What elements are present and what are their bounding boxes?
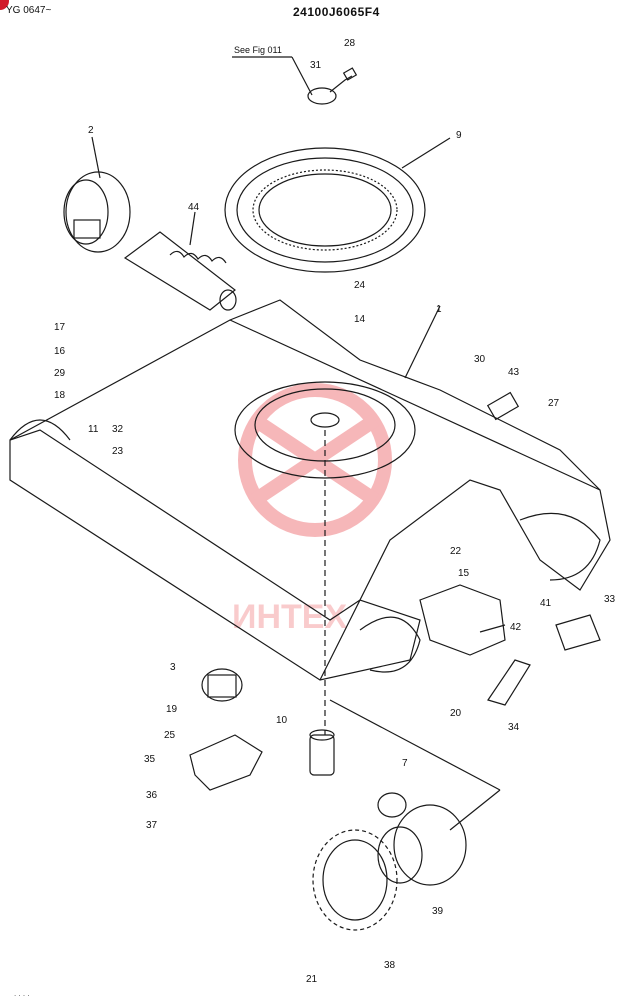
callout-3: 3 — [170, 662, 176, 673]
callout-9: 9 — [456, 130, 462, 141]
callout-32: 32 — [112, 424, 124, 435]
callout-41: 41 — [540, 598, 552, 609]
part-34-plate — [487, 659, 531, 706]
part-3-roller — [201, 668, 243, 702]
callout-17: 17 — [54, 322, 66, 333]
callout-33: 33 — [604, 594, 616, 605]
callout-44: 44 — [188, 202, 200, 213]
part-9-swing-ring — [224, 147, 426, 273]
callout-28: 28 — [344, 38, 356, 49]
callout-34: 34 — [508, 722, 520, 733]
callout-27: 27 — [548, 398, 560, 409]
part-33-cover — [555, 614, 601, 651]
part-43-cylinder — [486, 391, 520, 421]
callout-37: 37 — [146, 820, 158, 831]
callout-2: 2 — [88, 125, 94, 136]
part-42-cover — [419, 584, 506, 656]
callout-14: 14 — [354, 314, 366, 325]
part-39-travel-motor — [377, 804, 467, 886]
callout-30: 30 — [474, 354, 486, 365]
callout-38: 38 — [384, 960, 396, 971]
diagram-id-label: 24100J6065F4 — [293, 5, 380, 19]
callout-15: 15 — [458, 568, 470, 579]
callout-23: 23 — [112, 446, 124, 457]
callout-1: 1 — [436, 304, 442, 315]
callout-labels: 1 2 3 7 9 10 11 14 15 16 17 18 19 20 21 … — [54, 38, 616, 985]
callout-39: 39 — [432, 906, 444, 917]
part-44-recoil-spring — [123, 231, 237, 311]
callout-11: 11 — [88, 424, 99, 435]
watermark-logo — [238, 383, 392, 537]
callout-21: 21 — [306, 974, 318, 985]
part-10-swivel — [309, 729, 335, 776]
callout-19: 19 — [166, 704, 178, 715]
part-38-sprocket — [312, 829, 398, 931]
corner-marker — [0, 0, 9, 10]
callout-35: 35 — [144, 754, 156, 765]
part-7-part — [377, 792, 407, 818]
callout-16: 16 — [54, 346, 66, 357]
callout-24: 24 — [354, 280, 366, 291]
serial-range-label: YG 0647~ — [6, 5, 52, 16]
callout-42: 42 — [510, 622, 522, 633]
callout-7: 7 — [402, 758, 408, 769]
callout-36: 36 — [146, 790, 158, 801]
footer-marks: . . . . — [14, 989, 30, 998]
callout-25: 25 — [164, 730, 176, 741]
callout-18: 18 — [54, 390, 66, 401]
callout-43: 43 — [508, 367, 520, 378]
part-35-bracket — [189, 734, 263, 791]
watermark-text: ИНТЕХ — [232, 598, 347, 636]
callout-31: 31 — [310, 60, 322, 71]
see-fig-note: See Fig 011 — [234, 45, 282, 55]
part-31-shape — [307, 87, 337, 105]
part-2-idler — [63, 171, 131, 253]
callout-22: 22 — [450, 546, 462, 557]
part-28-bolt — [329, 75, 353, 93]
callout-10: 10 — [276, 715, 288, 726]
callout-20: 20 — [450, 708, 462, 719]
callout-29: 29 — [54, 368, 66, 379]
